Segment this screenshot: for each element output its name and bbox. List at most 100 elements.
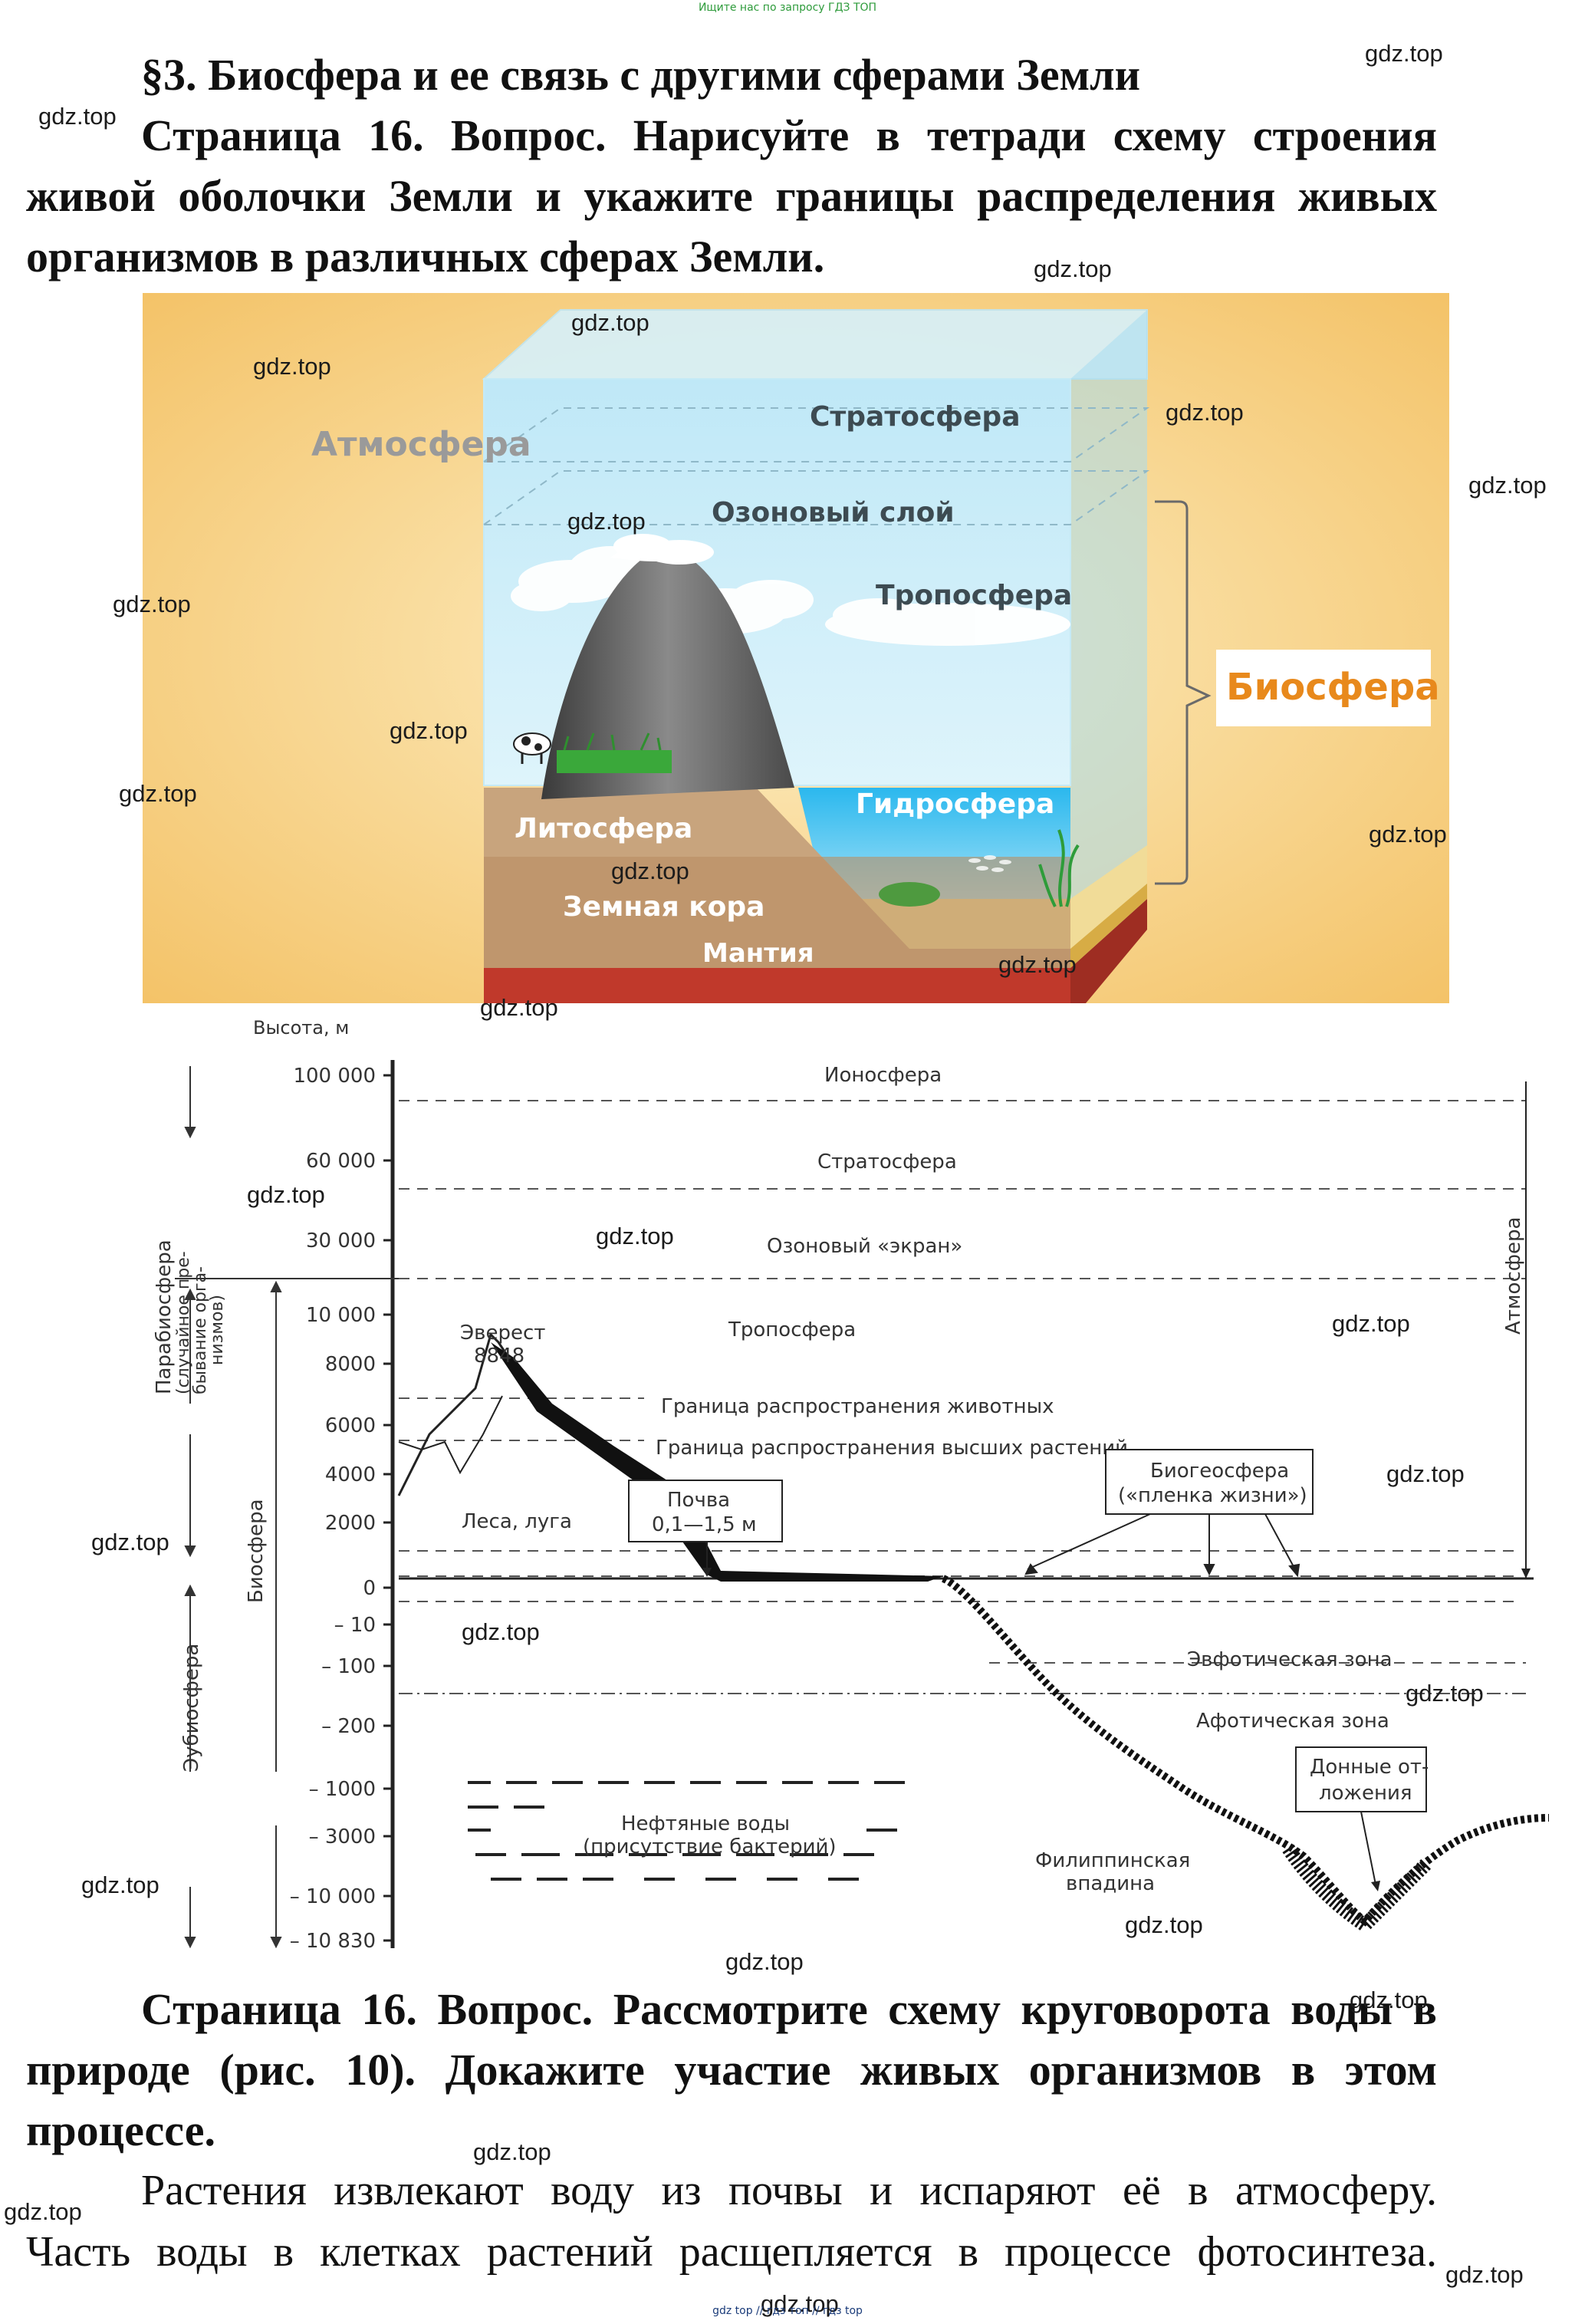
watermark: gdz.top — [1365, 40, 1443, 67]
watermark: gdz.top — [1166, 399, 1244, 426]
watermark: gdz.top — [1468, 472, 1547, 499]
ozone-screen-label: Озоновый «экран» — [767, 1235, 962, 1258]
ozone-label: Озоновый слой — [712, 497, 955, 528]
watermark: gdz.top — [91, 1529, 169, 1555]
section-title: §3. Биосфера и ее связь с другими сферам… — [141, 50, 1141, 100]
tick-label: 0 — [363, 1577, 376, 1600]
trench-label: Филиппинская — [1035, 1849, 1190, 1872]
mantle-label: Мантия — [702, 938, 814, 969]
watermark: gdz.top — [253, 353, 331, 380]
parabiosphere-note-2: бывание орга- — [191, 1266, 210, 1394]
watermark: gdz.top — [1406, 1680, 1484, 1707]
stratosphere-label: Стратосфера — [810, 401, 1020, 433]
watermark: gdz.top — [480, 994, 558, 1021]
watermark: gdz.top — [119, 780, 197, 807]
question-2-line-2: природе (рис. 10). Докажите участие живы… — [26, 2045, 1437, 2095]
biosphere-boundaries-diagram: Высота, м 100 000 60 000 30 000 10 000 8… — [153, 1017, 1549, 1953]
watermark: gdz.top — [1332, 1310, 1410, 1337]
aphotic-zone-label: Афотическая зона — [1196, 1710, 1389, 1733]
watermark: gdz.top — [113, 591, 191, 617]
watermark: gdz.top — [1350, 1987, 1428, 2013]
answer-block: Растения извлекают воду из почвы и испар… — [26, 2160, 1437, 2283]
biogeosphere-note: («пленка жизни») — [1118, 1484, 1307, 1507]
soil-box-depth: 0,1—1,5 м — [652, 1513, 757, 1536]
top-search-note: Ищите нас по запросу ГДЗ ТОП — [698, 2, 877, 14]
watermark: gdz.top — [1386, 1460, 1465, 1487]
tick-label: – 10 — [334, 1614, 376, 1637]
tick-label: 4000 — [325, 1463, 376, 1486]
watermark: gdz.top — [1445, 2261, 1524, 2288]
lithosphere-label: Литосфера — [515, 813, 692, 844]
tick-label: 10 000 — [306, 1304, 376, 1327]
tick-label: – 200 — [321, 1715, 376, 1738]
watermark: gdz.top — [1369, 821, 1447, 848]
trench-label-2: впадина — [1066, 1872, 1155, 1895]
oil-waters-label: Нефтяные воды — [621, 1812, 790, 1835]
question-1-block: §3. Биосфера и ее связь с другими сферам… — [26, 44, 1437, 287]
sediment-note: ложения — [1319, 1782, 1412, 1805]
tick-label: 6000 — [325, 1414, 376, 1437]
biogeosphere-title: Биогеосфера — [1150, 1460, 1289, 1483]
watermark: gdz.top — [462, 1618, 540, 1645]
watermark: gdz.top — [473, 2138, 551, 2165]
parabiosphere-label: Парабиосфера — [153, 1239, 176, 1394]
tick-label: – 10 000 — [290, 1885, 376, 1908]
ionosphere-label: Ионосфера — [824, 1064, 942, 1087]
crust-label: Земная кора — [563, 891, 764, 923]
question-1-line-3: организмов в различных сферах Земли. — [26, 232, 825, 281]
biosphere-label: Биосфера — [1226, 666, 1440, 709]
everest-height: 8848 — [474, 1345, 524, 1368]
tick-label: 100 000 — [293, 1065, 376, 1088]
troposphere-label: Тропосфера — [876, 580, 1072, 611]
watermark: gdz.top — [38, 103, 117, 130]
stratosphere-layer-label: Стратосфера — [817, 1150, 957, 1174]
watermark: gdz.top — [611, 858, 689, 884]
watermark: gdz.top — [725, 1948, 804, 1975]
plants-limit-label: Граница распространения высших растений — [656, 1437, 1128, 1460]
answer-line-2: Часть воды в клетках растений расщепляет… — [26, 2228, 1437, 2276]
tick-label: 8000 — [325, 1353, 376, 1376]
tick-label: 2000 — [325, 1512, 376, 1535]
tick-label: – 3000 — [309, 1825, 376, 1848]
parabiosphere-note-3: низмов) — [208, 1295, 227, 1365]
atmosphere-label: Атмосфера — [311, 425, 531, 464]
footer: gdz top // гдз топ // гдз top — [712, 2305, 863, 2317]
biosphere-illustration: Атмосфера Стратосфера Озоновый слой Троп… — [143, 293, 1449, 1003]
atmosphere-side-label: Атмосфера — [1502, 1217, 1525, 1335]
question-2-block: Страница 16. Вопрос. Рассмотрите схему к… — [26, 1979, 1437, 2161]
parabiosphere-note-1: (случайное пре- — [174, 1251, 193, 1394]
question-1-line-2: живой оболочки Земли и укажите границы р… — [26, 171, 1437, 221]
watermark: gdz.top — [4, 2198, 82, 2225]
troposphere-layer-label: Тропосфера — [728, 1318, 856, 1341]
question-1-line-1: Страница 16. Вопрос. Нарисуйте в тетради… — [141, 110, 1437, 160]
biosphere-side-label: Биосфера — [245, 1499, 268, 1603]
tick-label: 30 000 — [306, 1229, 376, 1253]
watermark: gdz.top — [1125, 1911, 1203, 1938]
watermark: gdz.top — [567, 508, 646, 535]
watermark: gdz.top — [81, 1871, 159, 1898]
tick-label: – 10 830 — [290, 1930, 376, 1953]
animals-limit-label: Граница распространения животных — [661, 1395, 1054, 1418]
euphotic-zone-label: Эвфотическая зона — [1187, 1648, 1393, 1671]
watermark: gdz.top — [596, 1223, 674, 1249]
watermark: gdz.top — [1034, 255, 1112, 282]
oil-waters-note: (присутствие бактерий) — [583, 1835, 837, 1858]
answer-line-1: Растения извлекают воду из почвы и испар… — [141, 2167, 1437, 2214]
sediment-title: Донные от- — [1310, 1756, 1429, 1779]
question-2-line-1: Страница 16. Вопрос. Рассмотрите схему к… — [141, 1984, 1437, 2034]
tick-label: – 1000 — [309, 1778, 376, 1801]
watermark: gdz.top — [761, 2290, 839, 2317]
watermark: gdz.top — [247, 1181, 325, 1208]
question-2-line-3: процессе. — [26, 2105, 215, 2155]
watermark: gdz.top — [571, 309, 649, 336]
hydrosphere-label: Гидросфера — [856, 788, 1054, 820]
forests-label: Леса, луга — [462, 1510, 572, 1533]
watermark: gdz.top — [390, 717, 468, 744]
tick-label: – 100 — [321, 1655, 376, 1678]
eubiosphere-label: Эубиосфера — [180, 1644, 203, 1772]
soil-box-title: Почва — [667, 1489, 730, 1512]
everest-label: Эверест — [460, 1322, 545, 1345]
watermark: gdz.top — [998, 951, 1077, 978]
axis-title: Высота, м — [253, 1017, 349, 1039]
tick-label: 60 000 — [306, 1150, 376, 1173]
